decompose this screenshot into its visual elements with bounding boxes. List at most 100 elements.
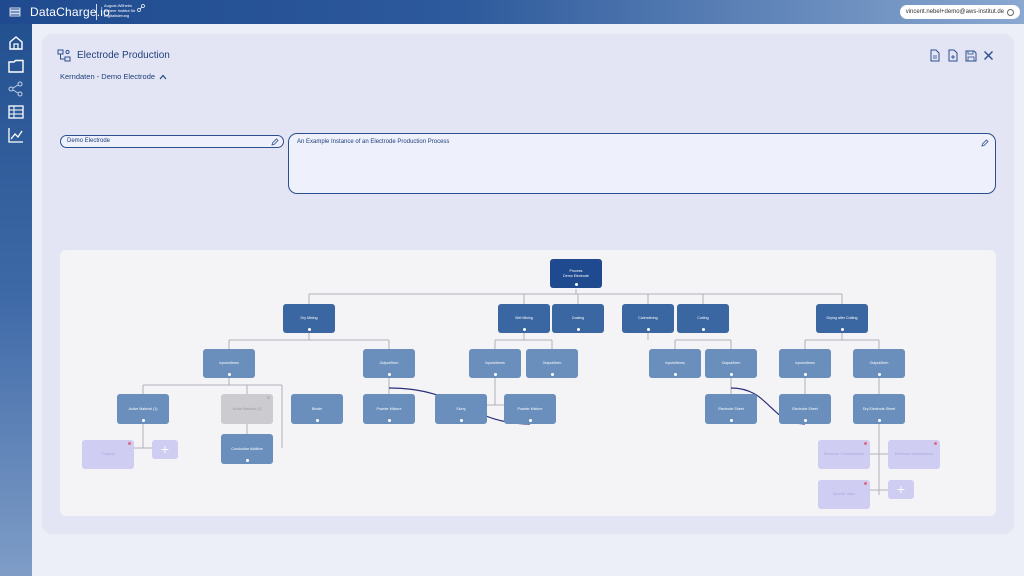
graph-node-material[interactable]: Electrode Sheet [705,394,757,424]
node-label: Electrode Measurement [894,452,934,457]
user-menu[interactable]: vincent.nebel+demo@aws-institut.de [899,5,1020,19]
graph-node-output[interactable]: Output/Item [526,349,578,378]
node-label: Specific Value [832,492,856,497]
delete-dot-icon[interactable] [864,482,867,485]
graph-node-inputs[interactable]: Inputs/Items [649,349,701,378]
node-label: Drying after Cutting [826,316,858,321]
node-port[interactable] [307,328,311,331]
graph-node-material[interactable]: Powder Mixture [504,394,556,424]
node-port[interactable] [877,419,881,422]
node-port[interactable] [387,373,391,376]
node-port[interactable] [245,459,249,462]
graph-node-inputs[interactable]: Inputs/Items [203,349,255,378]
name-field[interactable]: Demo Electrode [60,135,284,148]
graph-node-property[interactable]: Specific Value [818,480,870,509]
delete-dot-icon[interactable] [267,396,270,399]
graph-node-material[interactable]: Slurry [435,394,487,424]
description-field[interactable]: An Example Instance of an Electrode Prod… [288,133,996,194]
node-label: Wet Mixing [515,316,533,321]
node-label: Output/Item [379,361,399,366]
add-document-icon[interactable] [946,49,959,62]
node-port[interactable] [528,419,532,422]
node-label: Conductive Additive [231,446,263,451]
graph-node-property[interactable]: Property [82,440,134,469]
graph-node-inputs[interactable]: Inputs/Items [469,349,521,378]
node-port[interactable] [315,419,319,422]
node-port[interactable] [877,373,881,376]
graph-node-step[interactable]: Drying after Cutting [816,304,868,333]
graph-node-material[interactable]: Dry Electrode Sheet [853,394,905,424]
table-icon[interactable] [7,103,25,121]
battery-stack-icon [9,7,21,17]
graph-node-step[interactable]: Calendering [622,304,674,333]
graph-node-material[interactable]: Conductive Additive [221,434,273,464]
node-port[interactable] [387,419,391,422]
save-icon[interactable] [964,49,977,62]
node-label: Powder Mixture [376,406,402,411]
delete-dot-icon[interactable] [128,442,131,445]
node-label: Cutting [697,316,709,321]
graph-node-step[interactable]: Coating [552,304,604,333]
node-port[interactable] [646,328,650,331]
node-label: Output/Item [721,361,741,366]
node-port[interactable] [840,328,844,331]
graph-node-inputs[interactable]: Inputs/Items [779,349,831,378]
node-label: Inputs/Items [665,361,685,366]
process-graph-canvas[interactable] [60,250,996,516]
node-port[interactable] [576,328,580,331]
node-port[interactable] [574,283,578,286]
edit-pencil-icon[interactable] [981,139,989,147]
chart-icon[interactable] [7,126,25,144]
graph-node-material[interactable]: Binder [291,394,343,424]
node-port[interactable] [803,373,807,376]
node-label: Electrode Sheet [792,406,818,411]
delete-dot-icon[interactable] [864,442,867,445]
graph-node-step[interactable]: Wet Mixing [498,304,550,333]
node-port[interactable] [729,419,733,422]
document-icon[interactable] [928,49,941,62]
graph-node-output[interactable]: Output/Item [853,349,905,378]
node-label: Calendering [638,316,658,321]
add-node-button[interactable]: + [152,440,178,459]
node-label: Coating [571,316,585,321]
chevron-up-icon [159,74,167,79]
node-port[interactable] [227,373,231,376]
node-port[interactable] [673,373,677,376]
add-node-button[interactable]: + [888,480,914,499]
graph-node-material[interactable]: Electrode Sheet [779,394,831,424]
graph-node-output[interactable]: Output/Item [363,349,415,378]
graph-node-step[interactable]: Dry Mixing [283,304,335,333]
folder-icon[interactable] [7,57,25,75]
graph-node-property[interactable]: Electrode Characteristics [818,440,870,469]
home-icon[interactable] [7,34,25,52]
close-icon[interactable] [982,49,995,62]
share-icon[interactable] [7,80,25,98]
graph-node-material-disabled[interactable]: Active Material (2) [221,394,273,424]
node-label: Powder Mixture [517,406,543,411]
graph-node-step[interactable]: Cutting [677,304,729,333]
node-label: Output/Item [542,361,562,366]
app-name[interactable]: DataCharge.io [30,5,110,19]
node-label: Active Material (2) [232,406,262,411]
edit-pencil-icon[interactable] [271,138,279,146]
node-port[interactable] [493,373,497,376]
node-port[interactable] [141,419,145,422]
section-title: Kerndaten - Demo Electrode [60,72,156,81]
user-email: vincent.nebel+demo@aws-institut.de [905,9,1004,15]
graph-node-material[interactable]: Active Material (1) [117,394,169,424]
graph-node-property[interactable]: Electrode Measurement [888,440,940,469]
node-label: Active Material (1) [128,406,158,411]
node-port[interactable] [803,419,807,422]
node-port[interactable] [729,373,733,376]
node-port[interactable] [550,373,554,376]
graph-node-output[interactable]: Output/Item [705,349,757,378]
node-port[interactable] [459,419,463,422]
section-toggle[interactable]: Kerndaten - Demo Electrode [60,72,167,81]
graph-node-material[interactable]: Powder Mixture [363,394,415,424]
top-bar: DataCharge.io August-Wilhelm Scheer Inst… [0,0,1024,24]
node-port[interactable] [522,328,526,331]
sidebar [0,24,32,576]
node-port[interactable] [701,328,705,331]
delete-dot-icon[interactable] [934,442,937,445]
